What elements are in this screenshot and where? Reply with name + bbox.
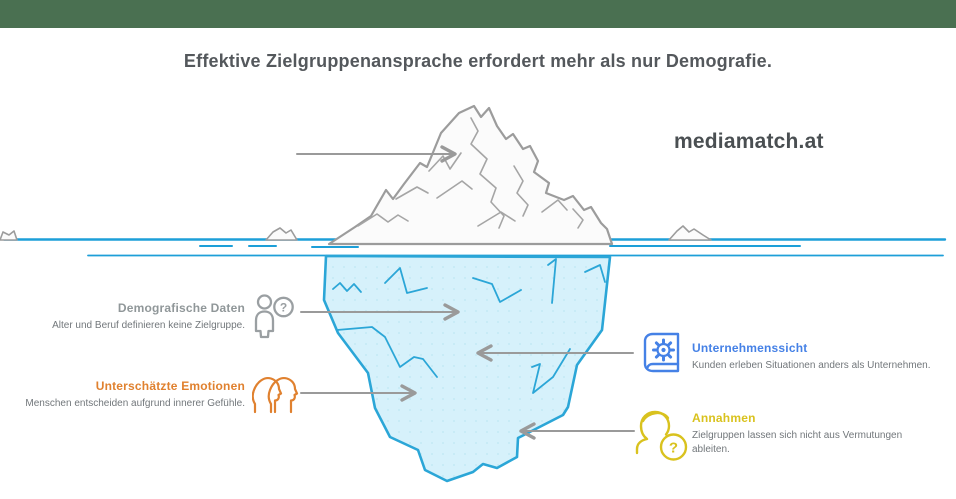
person-question-icon: ? (251, 292, 297, 340)
callout-annahmen-subtitle: Zielgruppen lassen sich nicht aus Vermut… (692, 430, 903, 455)
iceberg-below-outline (322, 254, 612, 483)
water-dashes (199, 245, 801, 248)
callout-emotionen: Unterschätzte Emotionen Menschen entsche… (10, 379, 245, 411)
iceberg-fragment (0, 230, 18, 241)
iceberg-fragment (265, 227, 298, 241)
iceberg-above-body (327, 104, 614, 246)
iceberg-below (322, 254, 612, 483)
iceberg-above (327, 104, 614, 246)
callout-demografische: Demografische Daten Alter und Beruf defi… (10, 301, 245, 333)
page-title: Effektive Zielgruppenansprache erfordert… (183, 51, 773, 71)
callout-demografische-subtitle: Alter und Beruf definieren keine Zielgru… (52, 320, 245, 331)
callout-emotionen-title: Unterschätzte Emotionen (95, 379, 245, 393)
question-mark-glyph: ? (280, 301, 287, 315)
callout-unternehmenssicht-subtitle: Kunden erleben Situationen anders als Un… (692, 360, 931, 371)
two-heads-icon (252, 372, 302, 414)
callout-emotionen-subtitle: Menschen entscheiden aufgrund innerer Ge… (25, 398, 245, 409)
top-bar (0, 0, 956, 28)
callout-annahmen: Annahmen Zielgruppen lassen sich nicht a… (692, 411, 926, 456)
leader-arrows (296, 145, 635, 440)
callout-demografische-title: Demografische Daten (117, 301, 245, 315)
iceberg-below-cracks (332, 258, 606, 394)
callout-unternehmenssicht-title: Unternehmenssicht (692, 341, 808, 355)
callout-unternehmenssicht: Unternehmenssicht Kunden erleben Situati… (692, 341, 948, 373)
iceberg-fragments (0, 225, 712, 241)
brand-logo: mediamatch.at (674, 130, 824, 153)
callout-annahmen-title: Annahmen (692, 411, 756, 425)
person-doubt-icon: ? (634, 408, 692, 463)
question-mark-glyph: ? (669, 440, 678, 457)
iceberg-fragment (668, 225, 712, 241)
book-gear-icon (641, 331, 686, 376)
